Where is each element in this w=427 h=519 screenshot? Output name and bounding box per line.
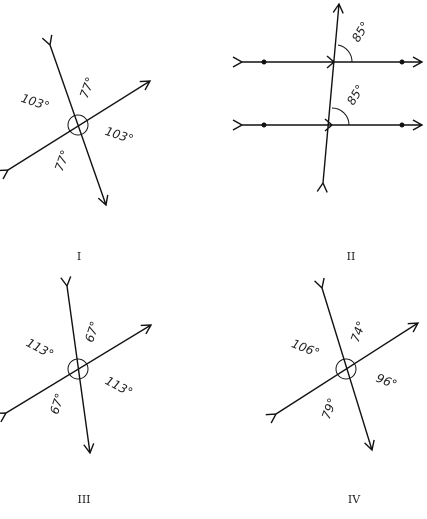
figure-4-label: IV xyxy=(348,493,361,506)
figure-4-angle-arc xyxy=(335,358,357,380)
figure-1-label: I xyxy=(77,250,81,263)
figure-4-angle-top-left: 106° xyxy=(289,336,321,360)
figure-2-point-top-left xyxy=(261,59,267,65)
figure-3-angle-bottom-left: 67° xyxy=(47,391,67,416)
figure-1-angle-bottom-right: 103° xyxy=(103,124,135,146)
figure-3-angle-top-left: 113° xyxy=(24,336,56,362)
figure-2-point-top-right xyxy=(399,59,405,65)
figure-2-point-bottom-right xyxy=(399,122,405,128)
figure-4-angle-bottom-left: 79° xyxy=(319,396,339,421)
figure-1-angle-bottom-left: 77° xyxy=(52,148,72,173)
figure-2-point-bottom-left xyxy=(261,122,267,128)
figure-4-angle-top-right: 74° xyxy=(348,319,368,344)
figure-4-line-b xyxy=(314,277,375,452)
figure-3-label: III xyxy=(77,493,90,506)
figure-3: 113° 67° 113° 67° III xyxy=(0,276,153,506)
figure-4-angle-bottom-right: 96° xyxy=(374,371,399,392)
figure-2-angle-arc-bottom xyxy=(331,107,350,126)
figure-1-angle-arc xyxy=(67,114,89,136)
figure-2-angle-top: 85° xyxy=(349,19,372,44)
figure-2-label: II xyxy=(347,250,356,263)
figure-2: 85° 85° II xyxy=(232,2,424,263)
figure-2-angle-arc-top xyxy=(337,44,353,63)
figure-1-angle-top-left: 103° xyxy=(19,91,51,113)
figure-2-transversal xyxy=(316,2,344,193)
figure-1-angle-top-right: 77° xyxy=(77,75,97,100)
figure-1: 103° 77° 103° 77° I xyxy=(0,34,152,263)
figure-4: 106° 74° 96° 79° IV xyxy=(265,277,420,506)
figure-3-angle-arc xyxy=(67,358,89,380)
figure-3-line-b xyxy=(60,276,95,455)
figure-3-angle-top-right: 67° xyxy=(82,319,102,344)
figure-2-angle-bottom: 85° xyxy=(344,82,367,107)
figure-1-line-b xyxy=(41,34,109,207)
figure-3-angle-bottom-right: 113° xyxy=(103,374,135,400)
